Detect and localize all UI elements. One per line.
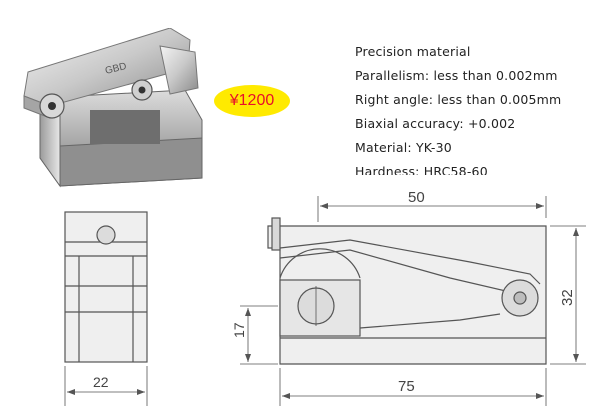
spec-list: Precision material Parallelism: less tha…: [355, 40, 593, 175]
product-photo: GBD: [10, 27, 210, 190]
spec-item: Hardness: HRC58-60: [355, 164, 488, 175]
spec-item: Right angle: less than 0.005mm: [355, 92, 562, 107]
product-engraving: GBD: [104, 61, 128, 77]
price-badge: ¥1200: [214, 85, 290, 117]
dimension-pivot-height: 17: [231, 322, 247, 338]
side-view-drawing: 50 32 17 75: [220, 188, 592, 410]
spec-item: Precision material: [355, 44, 471, 59]
dimension-side-width: 22: [93, 374, 109, 390]
spec-item: Biaxial accuracy: +0.002: [355, 116, 516, 131]
spec-item: Material: YK-30: [355, 140, 452, 155]
end-view-drawing: 22: [55, 194, 165, 410]
dimension-top-length: 50: [408, 189, 425, 206]
header-mark: [0, 0, 60, 6]
spec-item: Parallelism: less than 0.002mm: [355, 68, 558, 83]
dimension-total-length: 75: [398, 378, 415, 395]
dimension-height: 32: [559, 289, 576, 306]
